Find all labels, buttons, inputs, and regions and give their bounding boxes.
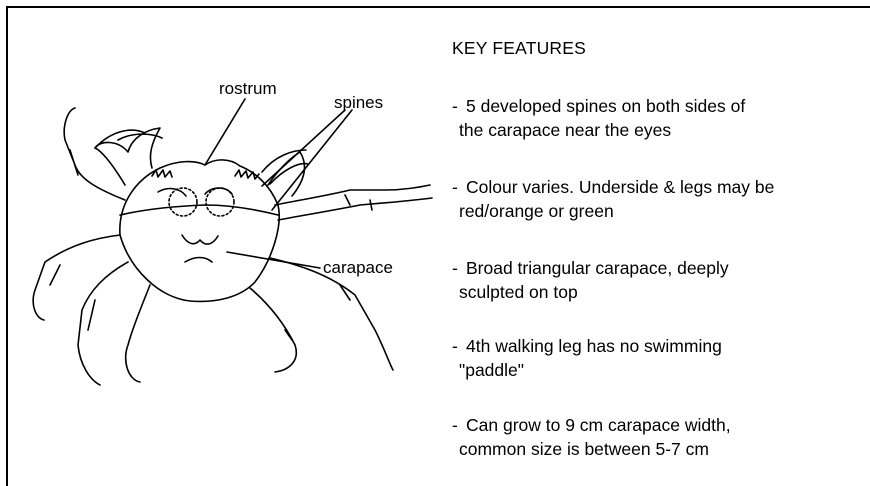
feature-item: - Colour varies. Underside & legs may be… <box>452 175 774 223</box>
carapace-label: carapace <box>323 258 393 278</box>
carapace-front-edge <box>120 205 278 215</box>
left-leg-1 <box>64 108 125 200</box>
feature-line-2: sculpted on top <box>452 280 729 304</box>
feature-line-2: the carapace near the eyes <box>452 118 745 142</box>
bullet-dash: - <box>452 413 458 437</box>
feature-line-1: Can grow to 9 cm carapace width, <box>452 413 731 437</box>
feature-line-2: common size is between 5-7 cm <box>452 437 731 461</box>
left-leg-3 <box>78 262 128 385</box>
feature-item: - 5 developed spines on both sides of th… <box>452 94 745 142</box>
feature-line-1: 4th walking leg has no swimming <box>452 334 722 358</box>
key-features-title: KEY FEATURES <box>452 38 586 59</box>
feature-item: - Can grow to 9 cm carapace width, commo… <box>452 413 731 461</box>
right-leg-2 <box>278 198 432 220</box>
carapace-outline <box>120 160 279 302</box>
carapace-anterior-lobes <box>158 188 232 196</box>
carapace-sculpting <box>182 235 218 262</box>
bullet-dash: - <box>452 334 458 358</box>
right-eye-region <box>206 188 234 216</box>
feature-item: - 4th walking leg has no swimming "paddl… <box>452 334 722 382</box>
carapace-leader-line <box>227 252 320 268</box>
feature-item: - Broad triangular carapace, deeply scul… <box>452 256 729 304</box>
rostrum-label: rostrum <box>219 79 277 99</box>
bullet-dash: - <box>452 175 458 199</box>
spines-label: spines <box>334 93 383 113</box>
feature-line-1: Broad triangular carapace, deeply <box>452 256 729 280</box>
feature-line-1: 5 developed spines on both sides of <box>452 94 745 118</box>
left-leg-4 <box>126 285 150 382</box>
feature-line-1: Colour varies. Underside & legs may be <box>452 175 774 199</box>
right-cheliped <box>268 152 304 196</box>
rostrum-leader-line <box>205 99 245 165</box>
feature-line-2: red/orange or green <box>452 199 774 223</box>
right-leg-4 <box>250 288 296 372</box>
spines-leader-line-2 <box>272 110 352 210</box>
front-spines <box>152 170 259 179</box>
bullet-dash: - <box>452 94 458 118</box>
bullet-dash: - <box>452 256 458 280</box>
feature-line-2: "paddle" <box>452 358 722 382</box>
